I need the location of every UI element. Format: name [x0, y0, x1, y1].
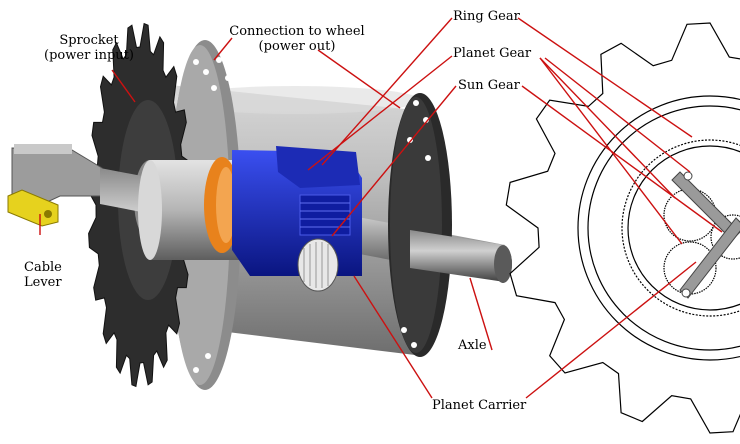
planet-carrier-label: Planet Carrier	[432, 398, 527, 413]
leader-ring-gear-schematic	[517, 17, 693, 138]
leader-planet-carrier-schematic	[525, 261, 697, 399]
right-flange-spoke-holes	[401, 100, 431, 348]
ring-gear-teeth	[627, 145, 740, 311]
leader-planet-gear-hub	[307, 55, 453, 171]
left-flange-spoke-holes	[185, 45, 231, 373]
cable-lever-label-line1: Cable	[24, 260, 62, 275]
cable-lever-label: Cable Lever	[24, 260, 62, 290]
leader-lines	[39, 17, 723, 399]
leader-connection-right	[317, 49, 401, 109]
axle-tip	[494, 245, 512, 283]
sprocket-label: Sprocket (power input)	[34, 33, 144, 63]
planet-carrier-lines	[303, 242, 329, 288]
connection-label-line2: (power out)	[258, 39, 336, 54]
connection-label-line1: Connection to wheel	[229, 24, 365, 39]
leader-planet-gear-3	[544, 57, 691, 173]
sprocket-outline	[505, 22, 740, 434]
leader-planet-gear-1	[539, 57, 676, 199]
leader-ring-gear-hub	[321, 17, 453, 166]
leader-sun-gear-hub	[331, 85, 457, 237]
ring-gear-inner-circle	[587, 105, 740, 351]
leader-connection-left	[213, 37, 233, 61]
sun-gear-label: Sun Gear	[458, 78, 520, 93]
inner-cylinder-end	[138, 160, 162, 260]
connection-label: Connection to wheel (power out)	[222, 24, 372, 54]
ring-gear-label: Ring Gear	[453, 9, 520, 24]
leader-sprocket	[111, 69, 136, 103]
cable-lever-label-line2: Lever	[24, 275, 62, 290]
right-flange-face	[390, 97, 442, 353]
gear-teeth-blue	[299, 194, 351, 236]
gear-teeth-lines	[300, 202, 350, 228]
carrier-circle	[621, 139, 740, 317]
planet-gear-label: Planet Gear	[453, 46, 532, 61]
lever-arm-top	[14, 144, 72, 154]
hub-assembly	[7, 22, 512, 390]
carrier-arms	[671, 171, 740, 299]
clutch-spring-highlight	[216, 167, 236, 243]
sprocket-label-line1: Sprocket	[59, 33, 119, 48]
gear-schematic	[505, 22, 740, 434]
cable-lever-pin	[44, 210, 52, 218]
leader-planet-carrier-hub	[353, 275, 433, 399]
sprocket-label-line2: (power input)	[44, 48, 134, 63]
ring-gear-outer-circle	[577, 95, 740, 361]
leader-axle	[469, 277, 493, 351]
leader-sun-gear-schematic	[521, 85, 723, 233]
sun-gear-outline	[710, 214, 740, 260]
axle-label: Axle	[458, 338, 487, 353]
axle-outer	[410, 230, 505, 282]
ring-gear-cup	[276, 146, 360, 188]
